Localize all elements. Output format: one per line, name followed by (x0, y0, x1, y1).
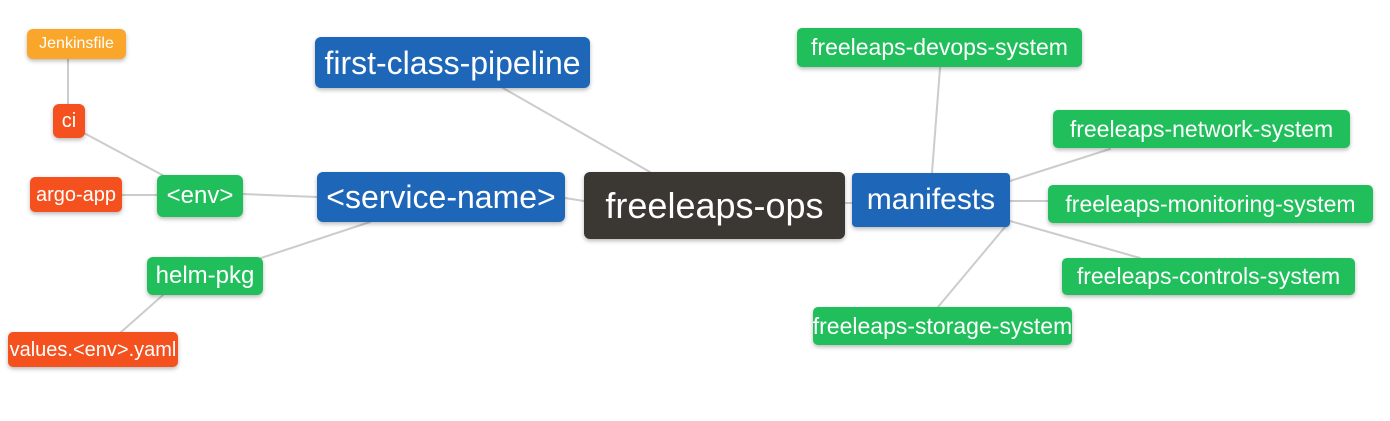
node-label: freeleaps-network-system (1069, 115, 1334, 142)
node-label: <service-name> (326, 179, 556, 215)
node-env[interactable]: <env> (157, 175, 243, 217)
node-values-env-yaml[interactable]: values.<env>.yaml (8, 332, 178, 367)
node-monitoring-system[interactable]: freeleaps-monitoring-system (1048, 185, 1373, 223)
node-label: <env> (166, 182, 234, 209)
node-label: freeleaps-ops (605, 184, 824, 226)
node-label: helm-pkg (155, 262, 255, 289)
node-manifests[interactable]: manifests (852, 173, 1010, 227)
node-label: first-class-pipeline (324, 44, 581, 81)
node-label: freeleaps-controls-system (1076, 263, 1341, 289)
node-freeleaps-ops[interactable]: freeleaps-ops (584, 172, 845, 239)
edge-manifests-to-storage-system (937, 226, 1006, 308)
edge-manifests-to-controls-system (1009, 220, 1141, 259)
edge-devops-system-to-manifests (931, 67, 941, 174)
node-jenkinsfile[interactable]: Jenkinsfile (27, 29, 126, 59)
edge-first-class-pipeline-to-freeleaps-ops (502, 87, 651, 173)
node-label: Jenkinsfile (39, 35, 114, 52)
node-controls-system[interactable]: freeleaps-controls-system (1062, 258, 1355, 295)
edge-service-name-to-freeleaps-ops (564, 197, 585, 202)
edge-ci-to-env (83, 132, 167, 178)
node-network-system[interactable]: freeleaps-network-system (1053, 110, 1350, 148)
edge-manifests-to-network-system (1009, 148, 1111, 182)
node-label: argo-app (35, 183, 117, 206)
node-service-name[interactable]: <service-name> (317, 172, 565, 222)
node-ci[interactable]: ci (53, 104, 85, 138)
node-devops-system[interactable]: freeleaps-devops-system (797, 28, 1082, 67)
edge-helm-pkg-to-values-env-yaml (119, 294, 164, 334)
node-label: freeleaps-monitoring-system (1065, 190, 1356, 217)
node-label: ci (61, 110, 77, 132)
node-label: values.<env>.yaml (9, 338, 177, 361)
node-label: manifests (866, 183, 996, 216)
node-helm-pkg[interactable]: helm-pkg (147, 257, 263, 295)
edge-service-name-to-helm-pkg (260, 221, 371, 259)
node-storage-system[interactable]: freeleaps-storage-system (813, 307, 1072, 345)
edge-env-to-service-name (242, 193, 318, 198)
node-first-class-pipeline[interactable]: first-class-pipeline (315, 37, 590, 88)
node-label: freeleaps-devops-system (811, 34, 1068, 60)
node-argo-app[interactable]: argo-app (30, 177, 122, 212)
node-label: freeleaps-storage-system (812, 312, 1073, 339)
